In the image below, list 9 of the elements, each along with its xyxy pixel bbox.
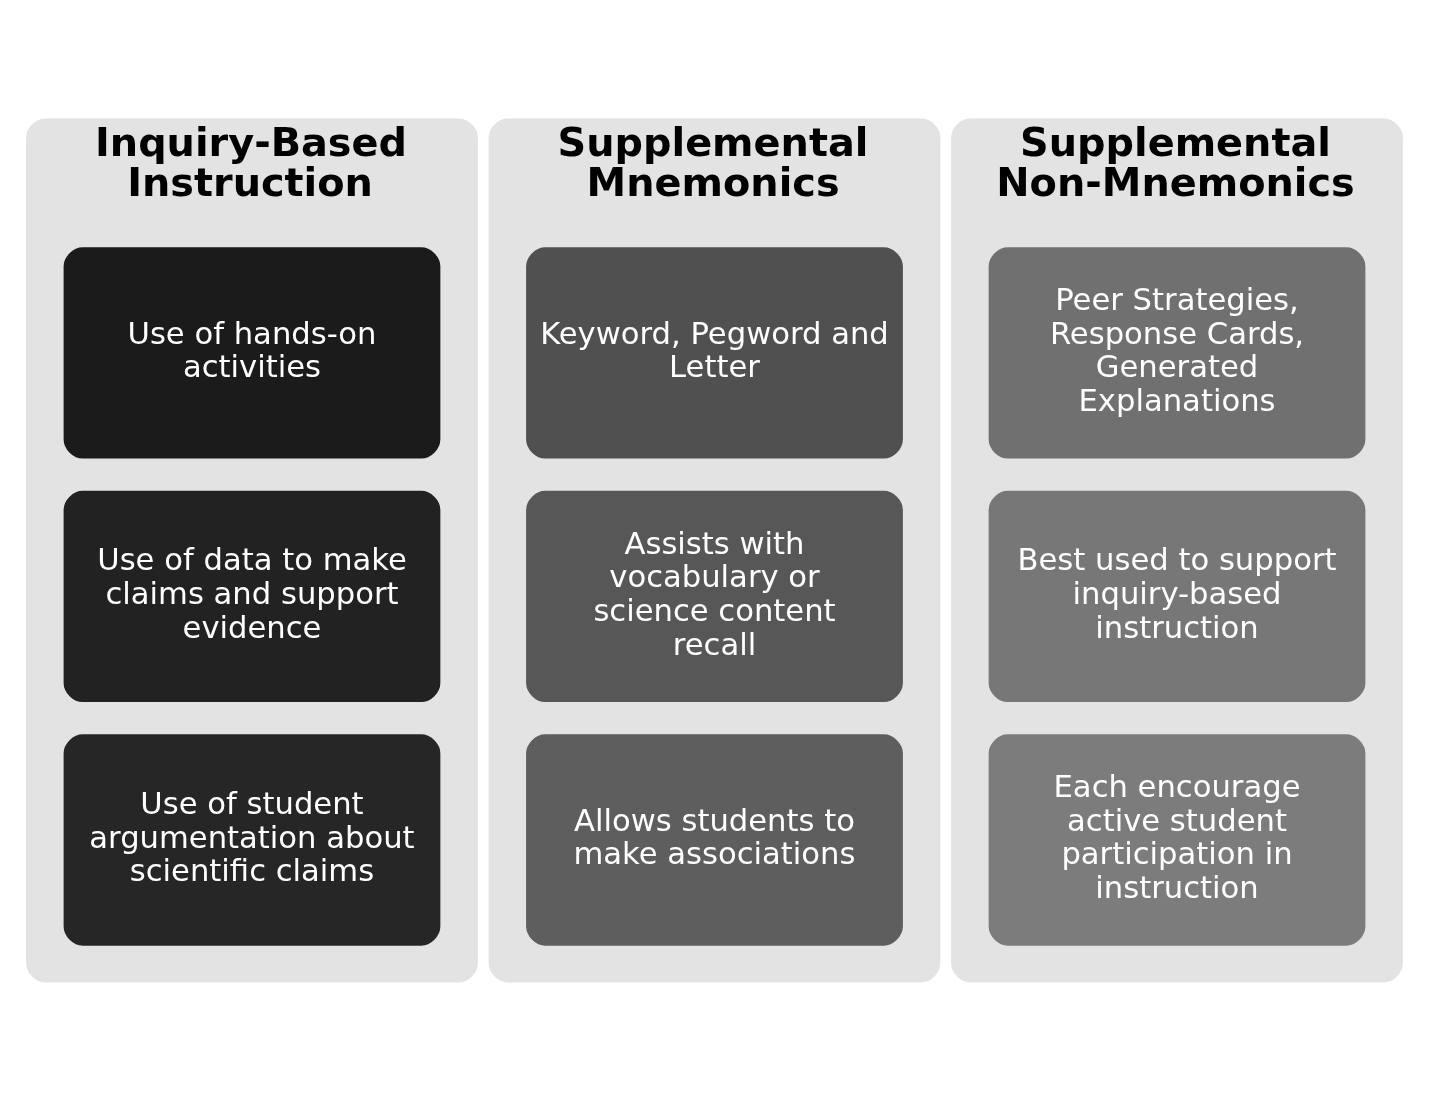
node-box: Allows students to make associations <box>526 734 903 946</box>
node-box: Assists with vocabulary or science content recall <box>526 490 903 703</box>
node-box: Use of student argumentation about scientific claims <box>63 734 441 946</box>
node-box: Use of data to make claims and support evidence <box>63 490 441 703</box>
node-box: Use of hands-on activities <box>63 247 441 459</box>
node-box: Each encourage active student participation in instruction <box>988 734 1366 946</box>
node-box: Keyword, Pegword and Letter <box>526 247 903 459</box>
node-box: Peer Strategies, Response Cards, Generated Explanations <box>988 247 1366 459</box>
node-box: Best used to support inquiry-based instruction <box>988 490 1366 703</box>
